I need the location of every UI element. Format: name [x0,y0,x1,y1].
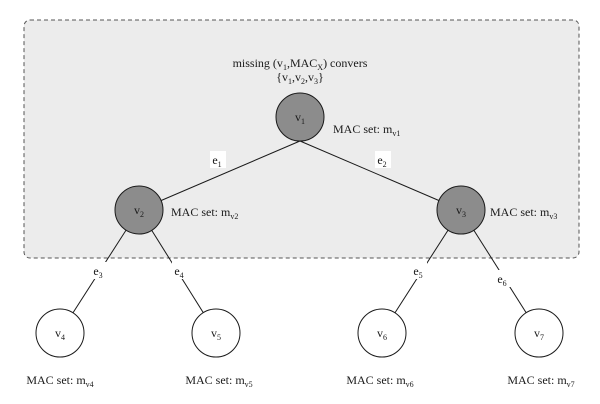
edge-label-e4: e4 [172,262,188,280]
node-v2-circle [114,185,164,235]
node-v4-mac: MAC set: mv4 [26,373,93,389]
node-v7-circle [514,308,564,358]
edge-label-e2: e2 [375,151,391,169]
edge-e1 [138,140,301,211]
svg-text:e5: e5 [413,264,422,280]
node-v1-circle [275,92,325,142]
node-v2: v2 MAC set: mv2 [114,185,238,235]
edge-e2 [299,140,462,211]
node-v6-mac: MAC set: mv6 [346,373,413,389]
node-v5: v5 MAC set: mv5 [185,308,253,389]
node-v1-mac: MAC set: mv1 [333,122,400,138]
node-v7-label: v7 [534,326,544,342]
node-v2-mac: MAC set: mv2 [171,205,238,221]
node-v7-mac: MAC set: mv7 [507,373,574,389]
node-v3: v3 MAC set: mv3 [436,185,557,235]
svg-text:e2: e2 [377,153,386,169]
edge-label-e6: e6 [495,270,511,288]
nodes: v1 MAC set: mv1 v2 MAC set: mv2 v3 MAC s… [26,92,575,389]
svg-text:e4: e4 [174,264,183,280]
svg-text:e6: e6 [497,272,506,288]
node-v4: v4 MAC set: mv4 [26,308,94,389]
edge-label-e3: e3 [91,262,107,280]
node-v6-label: v6 [377,326,387,342]
node-v3-label: v3 [456,203,466,219]
edge-labels: e1 e2 e3 e4 e5 e6 [91,151,511,288]
node-v3-mac: MAC set: mv3 [490,205,557,221]
node-v5-label: v5 [211,326,221,342]
node-v1-label: v1 [295,110,305,126]
node-v7: v7 MAC set: mv7 [507,308,575,389]
edge-label-e5: e5 [411,262,427,280]
note-line-1: missing (v1,MACX) convers [233,56,368,72]
node-v6: v6 MAC set: mv6 [346,308,414,389]
node-v4-circle [35,308,85,358]
node-v3-circle [436,185,486,235]
svg-text:e3: e3 [93,264,102,280]
svg-text:e1: e1 [212,153,221,169]
node-v6-circle [357,308,407,358]
node-v1: v1 MAC set: mv1 [275,92,400,142]
node-v4-label: v4 [55,326,65,342]
node-v5-mac: MAC set: mv5 [185,373,252,389]
note-line-2: {v1,v2,v3} [276,70,324,86]
node-v2-label: v2 [134,203,144,219]
node-v5-circle [191,308,241,358]
edge-label-e1: e1 [210,151,226,169]
